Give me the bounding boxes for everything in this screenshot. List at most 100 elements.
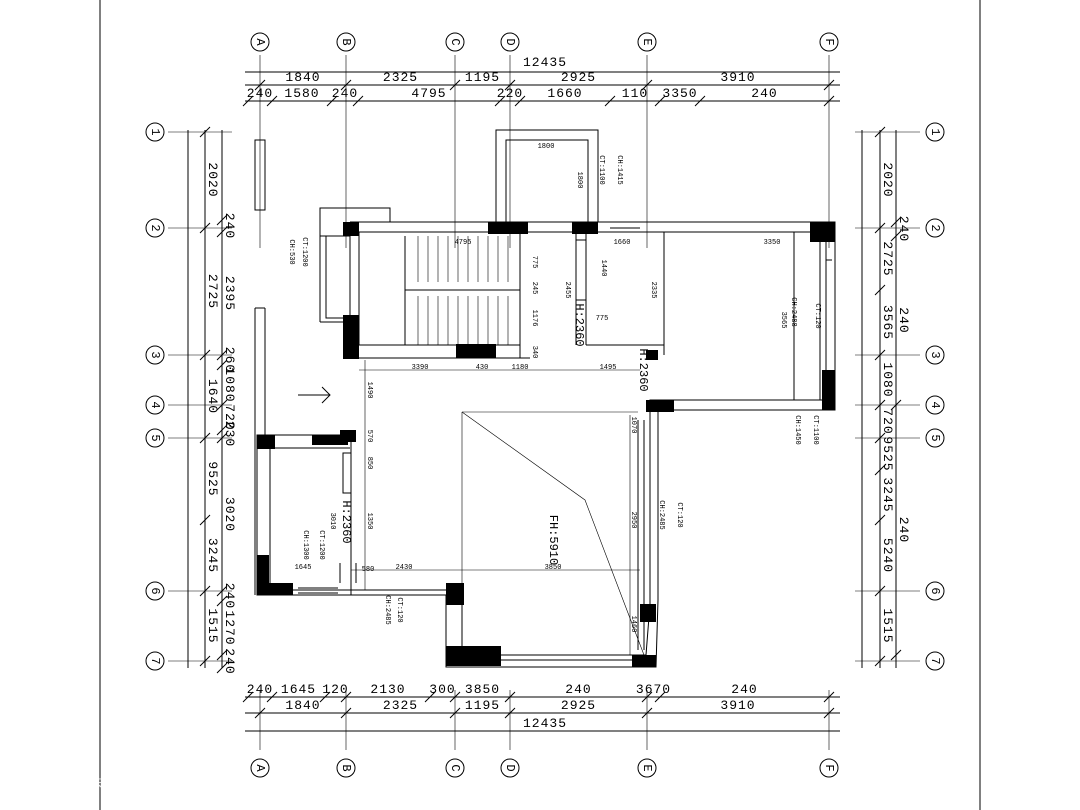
dimension-value: 240 xyxy=(222,583,237,609)
axis-label: A xyxy=(253,38,267,46)
dimension-value: 1195 xyxy=(465,698,500,713)
dimension-value: 720 xyxy=(880,408,895,434)
dimension-value: 3020 xyxy=(222,497,237,532)
bottom-total-dim: 12435 xyxy=(523,716,567,731)
dimension-value: 1840 xyxy=(285,698,320,713)
height-label-1: H:2360 xyxy=(572,303,586,346)
small-dimension: 1440 xyxy=(599,260,607,277)
small-dimension: CH:2485 xyxy=(657,500,665,529)
small-dimension: 1490 xyxy=(365,382,373,399)
axis-label: 1 xyxy=(148,128,162,135)
axis-bubble-F xyxy=(819,758,839,778)
small-dimension: 580 xyxy=(362,566,375,574)
small-dimension: 2335 xyxy=(649,282,657,299)
dimension-value: 240 xyxy=(896,517,911,543)
axis-label: 5 xyxy=(148,434,162,441)
axis-label: 5 xyxy=(928,434,942,441)
small-dimension: CH:1450 xyxy=(793,415,801,444)
axis-label: 3 xyxy=(148,351,162,358)
axis-bubble-4 xyxy=(925,395,945,415)
small-dimension: 1176 xyxy=(530,310,538,327)
axis-label: 4 xyxy=(928,401,942,408)
small-dimension: 1645 xyxy=(295,564,312,572)
small-dimension: 3565 xyxy=(779,312,787,329)
dimension-value: 240 xyxy=(565,682,591,697)
dimension-value: 260 xyxy=(222,347,237,373)
dimension-value: 240 xyxy=(222,648,237,674)
small-dimension: 1350 xyxy=(365,513,373,530)
small-dimension: 570 xyxy=(365,430,373,443)
axis-bubble-C xyxy=(445,758,465,778)
axis-bubble-A xyxy=(250,32,270,52)
floor-height-label: FH:5910 xyxy=(546,515,560,565)
axis-bubble-3 xyxy=(145,345,165,365)
axis-bubble-2 xyxy=(145,218,165,238)
axis-bubble-A xyxy=(250,758,270,778)
axis-bubble-6 xyxy=(145,581,165,601)
dimension-value: 240 xyxy=(896,307,911,333)
axis-bubble-D xyxy=(500,758,520,778)
dimension-value: 3565 xyxy=(880,305,895,340)
dimension-value: 2395 xyxy=(222,276,237,311)
axis-bubble-F xyxy=(819,32,839,52)
wall-outlines xyxy=(254,129,836,668)
dimension-value: 220 xyxy=(497,86,523,101)
small-dimension: 2950 xyxy=(629,512,637,529)
small-dimension: 1070 xyxy=(629,417,637,434)
axis-label: D xyxy=(503,764,517,771)
axis-label: C xyxy=(448,38,462,45)
dimension-value: 3350 xyxy=(662,86,697,101)
small-dimension: CT:120 xyxy=(675,502,683,527)
axis-label: 2 xyxy=(148,224,162,231)
dimension-value: 720 xyxy=(222,404,237,430)
dimension-value: 1270 xyxy=(222,610,237,645)
partitions xyxy=(298,227,832,661)
dimension-value: 110 xyxy=(622,86,648,101)
dimension-value: 240 xyxy=(222,213,237,239)
axis-label: F xyxy=(822,764,836,771)
small-dimension: CH:2485 xyxy=(383,595,391,624)
axis-label: 1 xyxy=(928,128,942,135)
dimension-value: 1195 xyxy=(465,70,500,85)
axis-bubble-6 xyxy=(925,581,945,601)
axis-bubble-1 xyxy=(925,122,945,142)
axis-bubble-B xyxy=(336,758,356,778)
dimension-value: 240 xyxy=(247,682,273,697)
dimension-value: 3910 xyxy=(720,698,755,713)
axis-bubble-5 xyxy=(925,428,945,448)
axis-bubble-E xyxy=(637,758,657,778)
axis-bubble-4 xyxy=(145,395,165,415)
dimension-value: 3850 xyxy=(465,682,500,697)
dimension-value: 1515 xyxy=(205,608,220,643)
axis-label: D xyxy=(503,38,517,45)
axis-label: E xyxy=(640,764,654,771)
dimension-value: 230 xyxy=(222,421,237,447)
axis-bubble-D xyxy=(500,32,520,52)
height-label-2: H:2360 xyxy=(636,348,650,391)
small-dimension: 2455 xyxy=(563,282,571,299)
small-dimension: CH:2488 xyxy=(789,297,797,326)
dimension-value: 1640 xyxy=(205,379,220,414)
small-dimension: CT:120 xyxy=(813,303,821,328)
axis-label: B xyxy=(339,764,353,771)
small-dimension: 430 xyxy=(476,364,489,372)
axis-label: E xyxy=(640,38,654,45)
dimension-value: 5240 xyxy=(880,538,895,573)
axis-bubble-7 xyxy=(925,651,945,671)
dimension-value: 3910 xyxy=(720,70,755,85)
dimension-value: 2925 xyxy=(561,698,596,713)
small-dimension: 4795 xyxy=(455,239,472,247)
dimension-value: 120 xyxy=(322,682,348,697)
dimension-value: 1080 xyxy=(222,367,237,402)
dimension-value: 240 xyxy=(731,682,757,697)
axis-label: B xyxy=(339,38,353,45)
dimension-value: 300 xyxy=(429,682,455,697)
small-dimension: 775 xyxy=(530,256,538,269)
dimension-value: 3245 xyxy=(880,477,895,512)
small-dimension: CH:1415 xyxy=(615,155,623,184)
small-dimension: 340 xyxy=(530,346,538,359)
top-total-dim: 12435 xyxy=(523,55,567,70)
